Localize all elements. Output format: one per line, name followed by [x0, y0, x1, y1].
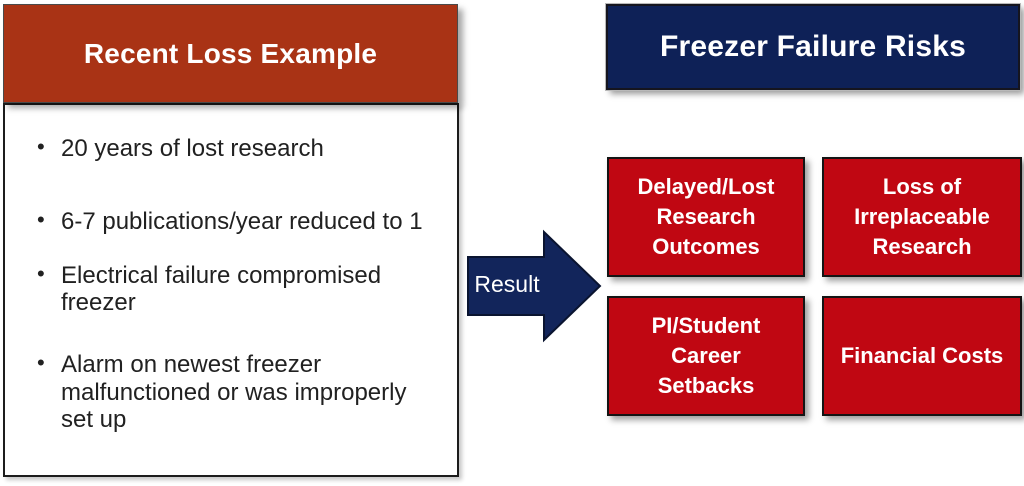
result-arrow-icon [467, 229, 602, 343]
risk-box-delayed-lost-outcomes: Delayed/Lost Research Outcomes [607, 157, 805, 277]
risk-box-irreplaceable-research: Loss of Irreplaceable Research [822, 157, 1022, 277]
risk-box-career-setbacks: PI/Student Career Setbacks [607, 296, 805, 416]
result-arrow-label: Result [474, 271, 540, 297]
bullet-item-lost-research: 20 years of lost research [35, 135, 443, 162]
bullet-item-publications: 6-7 publications/year reduced to 1 [35, 208, 443, 235]
recent-loss-title: Recent Loss Example [83, 37, 378, 69]
loss-bullet-list: 20 years of lost research 6-7 publicatio… [5, 105, 457, 433]
recent-loss-body: 20 years of lost research 6-7 publicatio… [3, 103, 459, 477]
risk-box-financial-costs: Financial Costs [822, 296, 1022, 416]
bullet-item-electrical-failure: Electrical failure compromised freezer [35, 262, 443, 316]
freezer-risks-title: Freezer Failure Risks [659, 30, 967, 63]
freezer-risks-header: Freezer Failure Risks [605, 3, 1021, 91]
bullet-item-alarm-malfunction: Alarm on newest freezer malfunctioned or… [35, 351, 443, 432]
recent-loss-header: Recent Loss Example [3, 4, 458, 103]
